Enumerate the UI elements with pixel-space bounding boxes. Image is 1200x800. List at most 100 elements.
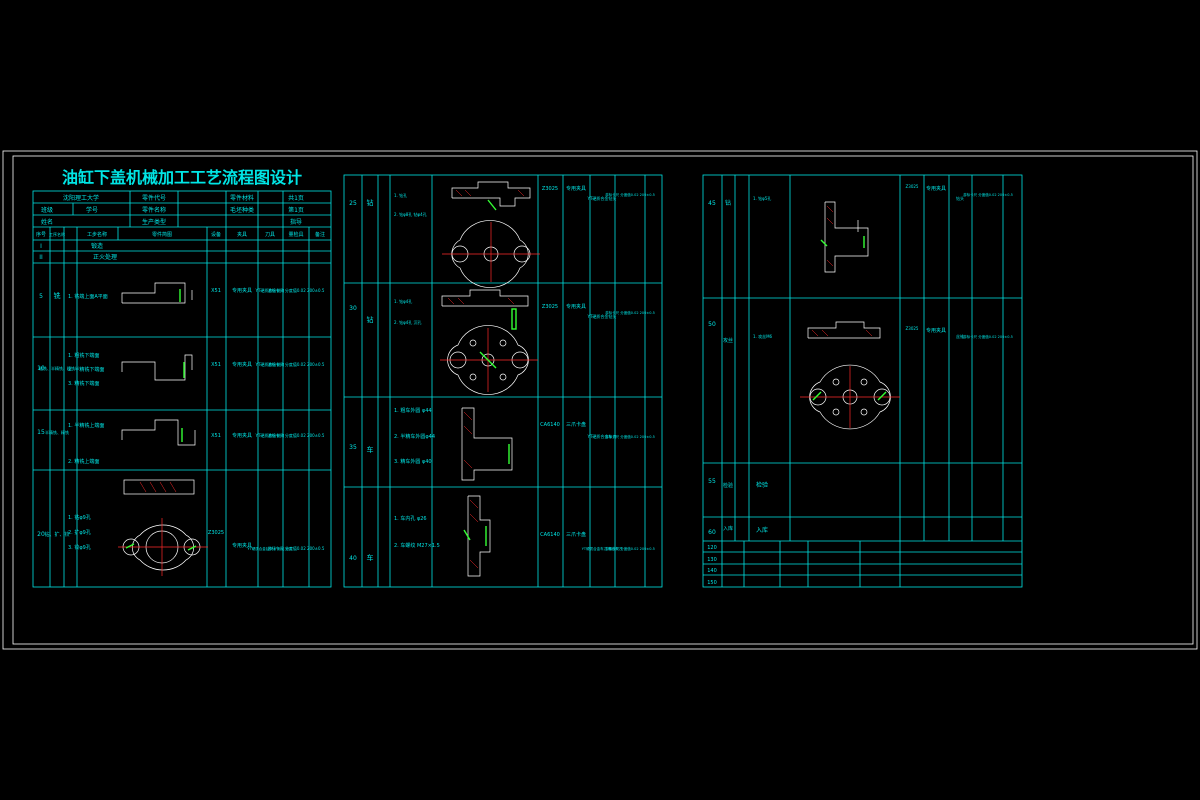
p1-row5-gauge: 游标卡尺 分度值0.02 200±0.5: [268, 545, 325, 551]
header-class: 班级: [41, 206, 53, 214]
p1-row3-gauge: 游标卡尺 分度值0.02 200±0.5: [268, 361, 325, 367]
p2-row1-fixture: 专用夹具: [566, 303, 586, 310]
p1-row4-gauge: 游标卡尺 分度值0.02 200±0.5: [268, 432, 325, 438]
p1-row4-no: 15: [37, 429, 45, 436]
sketch-op20: [118, 479, 208, 576]
col-equip: 设备: [211, 231, 221, 238]
header-blank-type: 毛坯种类: [230, 206, 254, 214]
p2-row1-step1: 2. 钻φ4孔 沉孔: [394, 319, 422, 325]
p1-row5-step0: 1. 钻φ9孔: [68, 514, 91, 521]
p2-row0-no: 25: [349, 200, 357, 207]
header-student-no: 学号: [86, 206, 98, 214]
p3-row0-step0: 1. 钻φ5孔: [753, 195, 771, 201]
p3-row1-gauge: 游标卡尺 分度值0.02 200±0.5: [963, 334, 1013, 339]
col-seq: 序号: [36, 231, 46, 238]
header-part-code: 零件代号: [142, 194, 166, 202]
panel-2: 25 钻 1. 钻孔 2. 钻φ8孔 钻φ4孔 Z3025 专用夹具 YT硬质合…: [343, 174, 663, 588]
p1-row4-tool: YT硬质合金铣刀: [255, 432, 285, 438]
p2-row3-gauge: 游标卡尺 分度值0.02 200±0.5: [605, 546, 655, 551]
p3-row2-no: 55: [708, 478, 716, 485]
p2-row0-equip: Z3025: [542, 186, 558, 192]
p1-row4-step1: 2. 精铣上端面: [68, 458, 99, 465]
p2-row0-tool: YT硬质合金钻头: [587, 195, 617, 201]
p3-row0-equip: Z3025: [906, 184, 919, 189]
p2-row2-fixture: 三爪卡盘: [566, 421, 586, 428]
p3-row0-name: 钻: [725, 199, 731, 207]
sketch-op50: [800, 321, 900, 430]
p2-row1-equip: Z3025: [542, 304, 558, 310]
p1-row5-step1: 2. 扩φ9孔: [68, 529, 91, 536]
p1-row3-name: 粗铣、半精铣、精铣: [39, 365, 75, 371]
p2-row0-step0: 1. 钻孔: [394, 192, 407, 198]
p2-row3-fixture: 三爪卡盘: [566, 531, 586, 538]
p2-row3-step1: 2. 车螺纹 M27×1.5: [394, 542, 440, 549]
p1-row5-step2: 3. 铰φ9孔: [68, 544, 91, 551]
p2-row2-no: 35: [349, 444, 357, 451]
p1-row2-gauge: 游标卡尺 分度值0.02 200±0.5: [268, 287, 325, 293]
p3-row1-name: 攻丝: [723, 337, 733, 344]
p2-row1-name: 钻: [367, 315, 374, 324]
p2-row2-equip: CA6140: [540, 422, 560, 428]
p2-row2-step0: 1. 粗车外圆 φ44: [394, 407, 432, 414]
p1-row5-equip: Z3025: [208, 530, 224, 536]
p3-row0-fixture: 专用夹具: [926, 185, 946, 192]
sketch-op15: [121, 419, 196, 446]
header-school: 沈阳理工大学: [63, 194, 99, 202]
p1-row3-step0: 1. 粗铣下端面: [68, 352, 99, 359]
p1-row0-name: 锻造: [91, 242, 103, 250]
panel-1-frame: [32, 190, 332, 588]
p2-row3-equip: CA6140: [540, 532, 560, 538]
p3-footer-3: 150: [707, 580, 717, 586]
panel-1: 沈阳理工大学 零件代号 零件材料 共1页 班级 学号 零件名称 毛坯种类 第1页…: [32, 190, 332, 588]
p1-row5-tool: YT硬质合金钻头 扩孔钻 铰刀: [247, 546, 293, 551]
col-gauge: 量检具: [288, 231, 303, 238]
p1-row3-equip: X51: [211, 362, 221, 368]
sketch-op5: [121, 282, 193, 304]
p2-row2-gauge: 游标卡尺 分度值0.02 200±0.5: [605, 434, 655, 439]
col-op-name: 工序名称: [49, 231, 65, 237]
header-material: 零件材料: [230, 194, 254, 202]
col-sketch: 零件简图: [152, 231, 172, 238]
panel-2-frame: [343, 174, 663, 588]
p3-row1-equip: Z3025: [906, 326, 919, 331]
p2-row1-no: 30: [349, 305, 357, 312]
panel-3-frame: [702, 174, 1023, 588]
p2-row1-tool: YT硬质合金钻头: [587, 313, 617, 319]
col-fixture: 夹具: [237, 231, 247, 238]
p2-row3-step0: 1. 车内孔 φ26: [394, 515, 427, 522]
p3-row3-name: 入库: [723, 525, 733, 532]
header-part-name: 零件名称: [142, 206, 166, 214]
p1-row3-step2: 3. 精铣下端面: [68, 380, 99, 387]
header-advisor: 指导: [290, 218, 302, 226]
p3-row1-tool: 丝锥: [956, 333, 964, 339]
p1-row5-fixture: 专用夹具: [232, 542, 252, 549]
p3-row3-no: 60: [708, 529, 716, 536]
panel-3: 45 钻 1. 钻φ5孔 Z3025 专用夹具 钻头 游标卡尺 分度值0.02 …: [702, 174, 1023, 588]
p2-row2-step2: 3. 精车外圆 φ40: [394, 458, 432, 465]
p1-row5-no: 20: [37, 531, 45, 538]
p1-row4-equip: X51: [211, 433, 221, 439]
p3-row0-tool: 钻头: [956, 195, 964, 201]
p1-row2-equip: X51: [211, 288, 221, 294]
p2-row0-gauge: 游标卡尺 分度值0.02 200±0.5: [605, 192, 655, 197]
p3-footer-2: 140: [707, 568, 717, 574]
outer-border: [2, 150, 1198, 650]
header-page-no: 第1页: [288, 206, 304, 214]
p1-row4-name: 半精铣、精铣: [45, 429, 69, 435]
inner-border: [12, 155, 1194, 645]
p1-row1-name: 正火处理: [93, 253, 117, 261]
p1-row1-no: II: [39, 254, 43, 261]
p2-row2-tool: YT硬质合金车刀: [587, 433, 617, 439]
p1-row3-tool: YT硬质合金铣刀: [255, 361, 285, 367]
sketch-op45: [820, 201, 869, 273]
p2-row0-fixture: 专用夹具: [566, 185, 586, 192]
sketch-op25: [442, 181, 540, 288]
p2-row1-gauge: 游标卡尺 分度值0.02 200±0.5: [605, 310, 655, 315]
sketch-op35: [461, 407, 513, 481]
header-production-type: 生产类型: [142, 218, 166, 226]
p1-row4-step0: 1. 半精铣上端面: [68, 422, 104, 429]
p1-row3-fixture: 专用夹具: [232, 361, 252, 368]
p3-row3-step0: 入库: [756, 526, 768, 534]
p2-row1-step0: 1. 钻φ4孔: [394, 298, 412, 304]
